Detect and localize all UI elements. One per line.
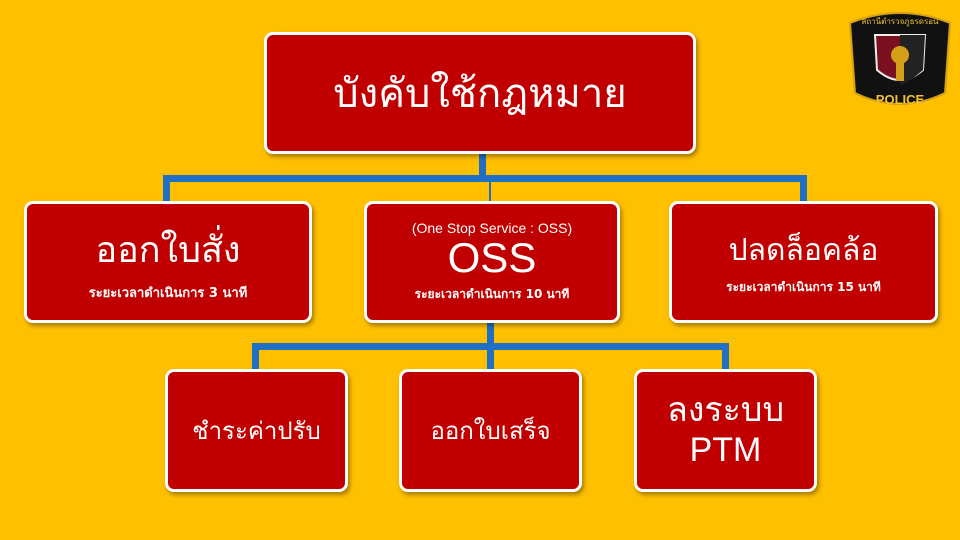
law-enforcement-title: บังคับใช้กฎหมาย: [333, 71, 627, 117]
oss-duration: ระยะเวลาดำเนินการ 10 นาที: [414, 286, 570, 301]
police-badge-logo: สถานีตำรวจภูธรดรอน POLICE: [848, 12, 952, 107]
oss-box: (One Stop Service : OSS) OSS ระยะเวลาดำเ…: [364, 201, 620, 323]
ptm-record-line1: ลงระบบ: [666, 390, 785, 431]
connector-drop-bottom-right: [722, 343, 729, 373]
issue-receipt-title: ออกใบเสร็จ: [430, 417, 551, 445]
pay-fine-box: ชำระค่าปรับ: [165, 369, 348, 492]
connector-oss-vertical: [487, 318, 494, 350]
ptm-record-line2: PTM: [689, 430, 762, 469]
ptm-record-box: ลงระบบ PTM: [634, 369, 817, 492]
connector-drop-bottom-left: [252, 343, 259, 373]
connector-top-horizontal: [163, 175, 807, 182]
pay-fine-title: ชำระค่าปรับ: [192, 417, 321, 445]
issue-ticket-box: ออกใบสั่ง ระยะเวลาดำเนินการ 3 นาที: [24, 201, 312, 323]
connector-drop-right: [800, 175, 807, 205]
police-text: POLICE: [876, 92, 925, 107]
connector-drop-left: [163, 175, 170, 205]
oss-title: OSS: [447, 234, 537, 282]
oss-subtitle: (One Stop Service : OSS): [411, 220, 573, 237]
connector-top-vertical: [479, 150, 486, 182]
unlock-wheel-box: ปลดล็อคล้อ ระยะเวลาดำเนินการ 15 นาที: [669, 201, 938, 323]
unlock-wheel-duration: ระยะเวลาดำเนินการ 15 นาที: [726, 280, 881, 294]
unlock-wheel-title: ปลดล็อคล้อ: [728, 233, 879, 268]
law-enforcement-box: บังคับใช้กฎหมาย: [264, 32, 696, 154]
connector-drop-middle: [489, 175, 491, 205]
police-station-name: สถานีตำรวจภูธรดรอน: [861, 17, 939, 27]
issue-ticket-title: ออกใบสั่ง: [95, 230, 241, 271]
issue-receipt-box: ออกใบเสร็จ: [399, 369, 582, 492]
issue-ticket-duration: ระยะเวลาดำเนินการ 3 นาที: [88, 286, 248, 301]
connector-drop-bottom-middle: [487, 343, 494, 373]
